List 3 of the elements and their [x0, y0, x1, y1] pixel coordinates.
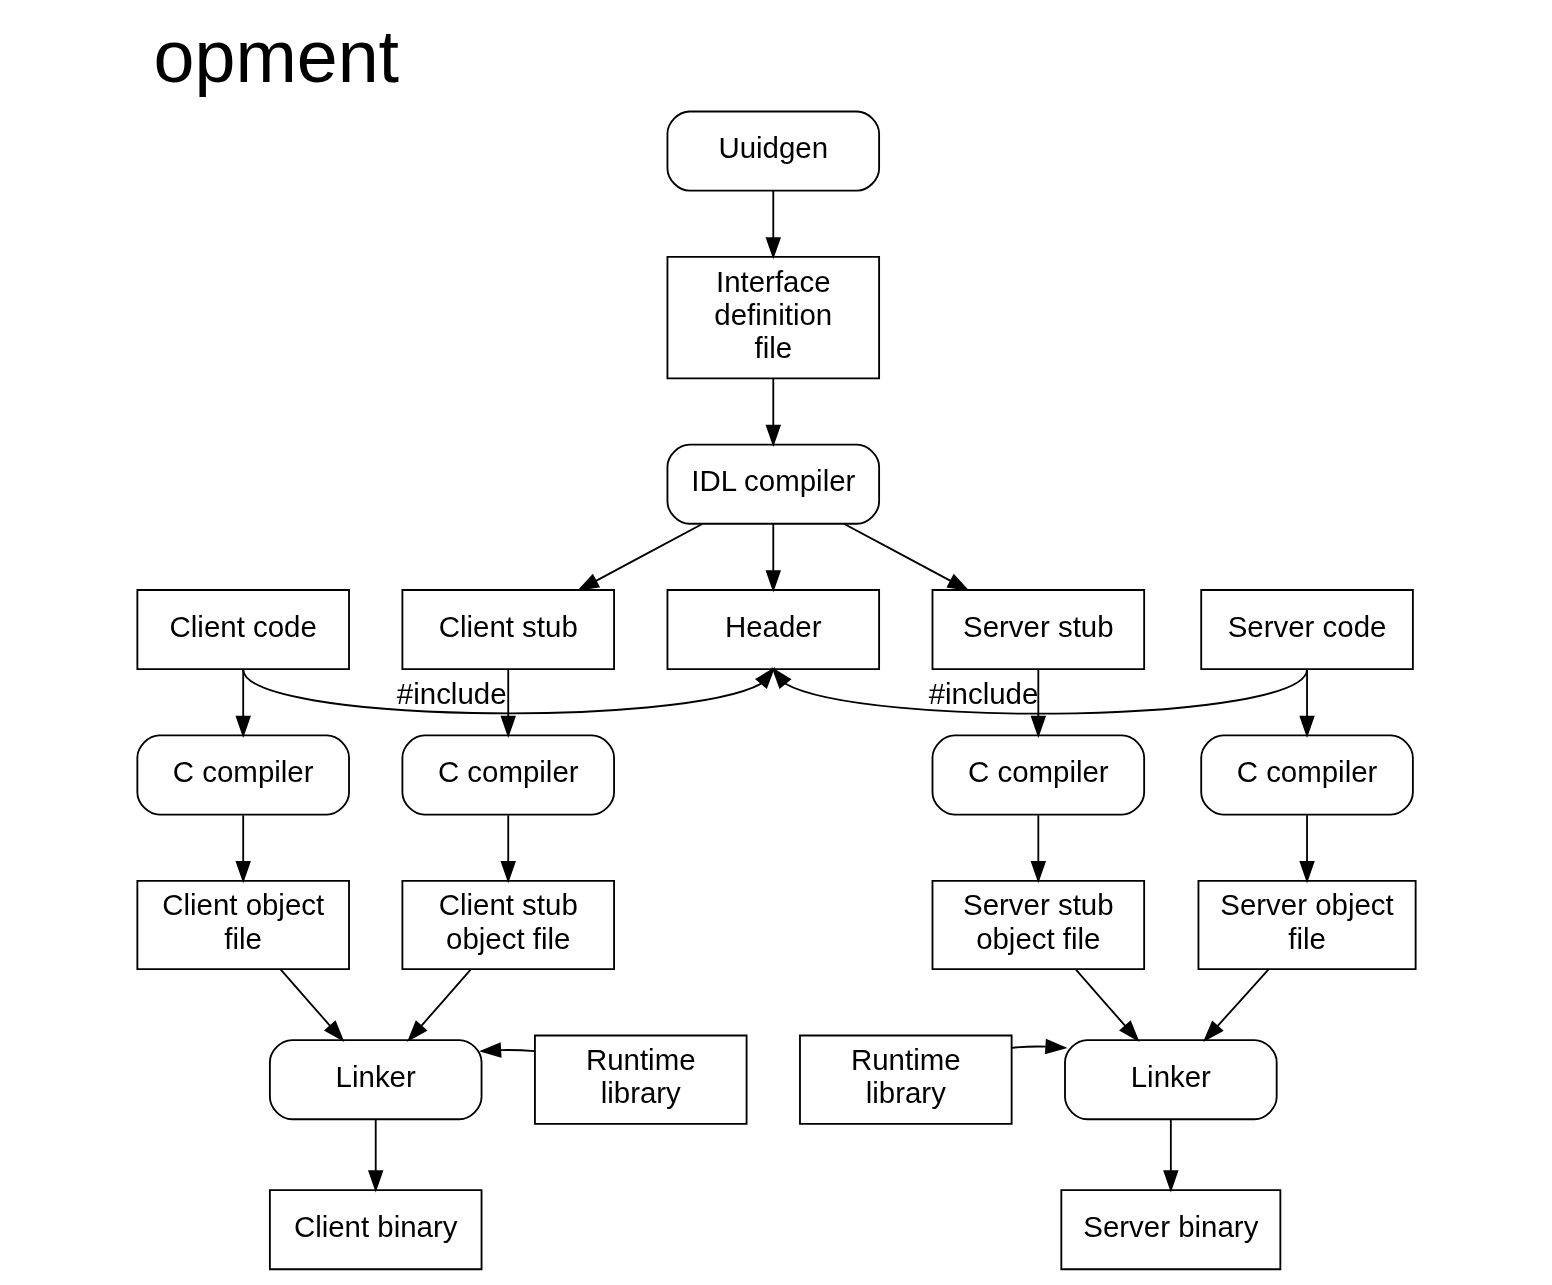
- edge-label: #include: [928, 677, 1038, 711]
- edge-label: #include: [396, 676, 507, 710]
- diagram-title: opment: [153, 15, 399, 99]
